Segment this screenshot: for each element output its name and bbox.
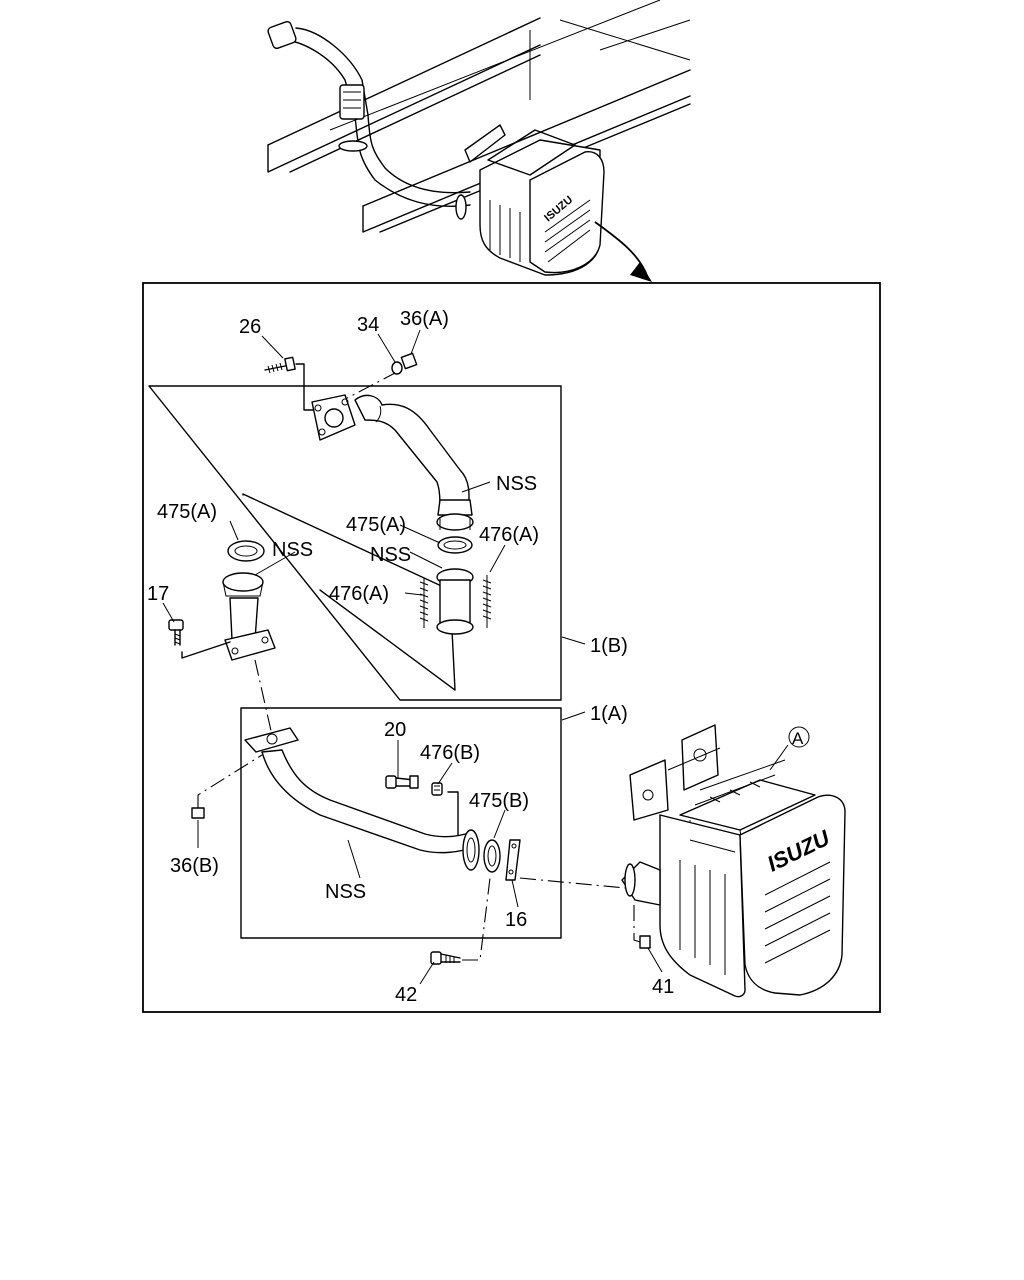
label-41: 41 — [652, 976, 674, 998]
lower-exhaust-pipe — [244, 727, 480, 871]
label-36a: 36(A) — [400, 308, 449, 330]
label-17: 17 — [147, 583, 169, 605]
spring-476a-right — [482, 575, 492, 628]
top-exhaust-pipe — [311, 394, 474, 531]
bolt-42 — [430, 877, 491, 965]
label-36b: 36(B) — [170, 855, 219, 877]
gasket-475a-left — [227, 540, 265, 562]
bolt-20 — [385, 775, 419, 789]
subassembly-1b-box — [148, 385, 562, 701]
spring-476b — [431, 782, 459, 836]
mid-tube — [436, 568, 474, 635]
leader-lines — [162, 329, 789, 985]
label-nss-left-flange: NSS — [272, 539, 313, 561]
label-476a-right: 476(A) — [479, 524, 539, 546]
washer-34 — [391, 361, 403, 375]
detail-frame — [142, 282, 881, 1013]
nut-36a — [400, 352, 418, 370]
subassembly-1a-box — [240, 707, 562, 939]
label-1b: 1(B) — [590, 635, 628, 657]
label-nss-mid-tube: NSS — [370, 544, 411, 566]
bolt-17 — [168, 619, 231, 659]
label-16: 16 — [505, 909, 527, 931]
label-476a-left: 476(A) — [329, 583, 389, 605]
muffler-assembly: ISUZU — [621, 724, 846, 998]
callout-labels: 26 34 36(A) NSS 475(A) NSS 475(A) NSS 47… — [147, 308, 810, 1006]
label-475b: 475(B) — [469, 790, 529, 812]
gasket-475b — [483, 839, 501, 873]
gasket-475a-mid — [437, 536, 473, 554]
label-475a-left: 475(A) — [157, 501, 217, 523]
clamp-16 — [505, 839, 521, 881]
left-flange-pipe — [222, 572, 276, 661]
label-26: 26 — [239, 316, 261, 338]
reference-a-label: A — [792, 729, 804, 748]
label-476b: 476(B) — [420, 742, 480, 764]
label-475a-mid: 475(A) — [346, 514, 406, 536]
label-nss-lower-pipe: NSS — [325, 881, 366, 903]
label-nss-top-pipe: NSS — [496, 473, 537, 495]
label-42: 42 — [395, 984, 417, 1006]
label-34: 34 — [357, 314, 379, 336]
reference-a-circle — [788, 726, 810, 748]
label-1a: 1(A) — [590, 703, 628, 725]
nut-36b — [191, 807, 205, 819]
spring-476a-left — [419, 578, 429, 628]
nut-41 — [639, 935, 651, 949]
label-20: 20 — [384, 719, 406, 741]
overview-illustration: ISUZU — [267, 0, 691, 282]
